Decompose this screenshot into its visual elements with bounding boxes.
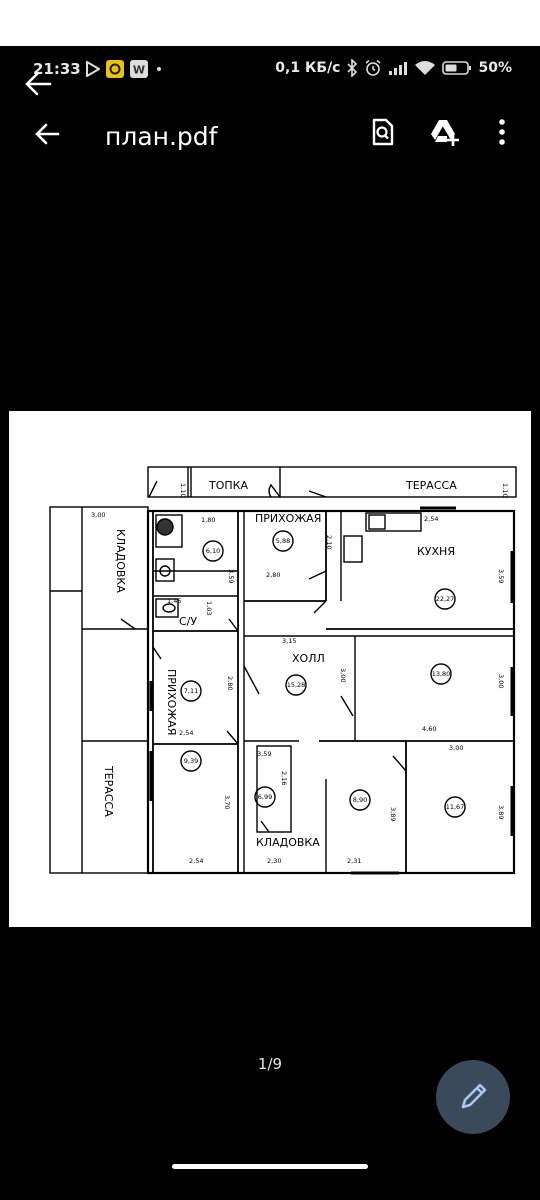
dim-300-br: 3,00: [449, 744, 463, 752]
signal-icon: [389, 62, 408, 75]
drive-add-icon[interactable]: [429, 116, 461, 148]
dim-389-a: 3,89: [389, 807, 397, 821]
alarm-icon: [365, 59, 381, 76]
room-label-terrace-left: ТЕРАССА: [102, 765, 115, 817]
area-bath: 6,10: [206, 547, 220, 555]
dim-359-a: 3,59: [227, 569, 235, 583]
play-icon: [86, 61, 100, 77]
area-room-bottom-mid: 8,90: [353, 796, 367, 804]
pdf-page[interactable]: ТОПКА ТЕРАССА ПРИХОЖАЯ КУХНЯ КЛАДОВКА С/…: [9, 411, 531, 927]
notification-w-icon: W: [130, 60, 148, 78]
area-room-bottom-right: 11,67: [446, 803, 465, 811]
status-bar: 21:33 W 0,1 КБ/с 50%: [0, 50, 540, 86]
dim-370: 3,70: [223, 795, 231, 809]
room-label-storage-bottom: КЛАДОВКА: [256, 836, 320, 849]
wall-top-strip: [147, 466, 517, 498]
dim-280-a: 2,80: [266, 571, 280, 579]
dim-254-top: 2,54: [424, 515, 438, 523]
edit-fab-button[interactable]: [436, 1060, 510, 1134]
floor-plan: ТОПКА ТЕРАССА ПРИХОЖАЯ КУХНЯ КЛАДОВКА С/…: [49, 466, 517, 875]
bluetooth-icon: [347, 59, 358, 77]
dim-300-right: 3,00: [497, 674, 505, 688]
app-bar: план.pdf: [0, 108, 540, 164]
dim-254-mid: 2,54: [179, 729, 193, 737]
area-storage-bottom: 6,99: [258, 793, 272, 801]
area-hallway-top: 5,88: [276, 537, 290, 545]
wifi-icon: [415, 61, 436, 75]
dim-230: 2,30: [267, 857, 281, 865]
room-label-terrace-top: ТЕРАССА: [405, 479, 457, 492]
room-label-bathroom: С/У: [179, 615, 197, 628]
back-arrow-icon[interactable]: [24, 70, 54, 98]
area-hallway-left: 7,11: [184, 687, 198, 695]
pencil-edit-icon: [461, 1083, 487, 1109]
dim-315: 3,15: [282, 637, 296, 645]
dim-460: 4,60: [422, 725, 436, 733]
dim-216: 2,16: [280, 771, 288, 785]
dim-254-bot: 2,54: [189, 857, 203, 865]
dim-300-hall: 3,00: [339, 668, 347, 682]
room-label-storage-left: КЛАДОВКА: [114, 529, 127, 593]
dim-110-a: 1,10: [179, 483, 187, 497]
dim-180: 1,80: [201, 516, 215, 524]
notification-o-icon: [106, 60, 124, 78]
dim-389-b: 3,89: [497, 805, 505, 819]
dim-103: 1,03: [205, 601, 213, 615]
area-hall: 15,28: [287, 681, 306, 689]
area-kitchen: 22,27: [436, 595, 455, 603]
dim-359-b: 3,59: [497, 569, 505, 583]
dim-110-b: 1,10: [501, 483, 509, 497]
dot-icon: [157, 67, 161, 71]
wall-left-annex: [49, 506, 149, 874]
network-speed: 0,1 КБ/с: [275, 60, 341, 76]
battery-percent: 50%: [478, 60, 512, 76]
status-time: 21:33: [33, 60, 81, 78]
document-title: план.pdf: [105, 122, 218, 151]
dim-231: 2,31: [347, 857, 361, 865]
room-label-hallway-top: ПРИХОЖАЯ: [255, 512, 321, 525]
room-label-kitchen: КУХНЯ: [417, 545, 455, 558]
area-room-right-mid: 13,80: [432, 670, 451, 678]
svg-text:W: W: [133, 64, 145, 77]
room-label-hall: ХОЛЛ: [292, 652, 325, 665]
top-white-strip: [0, 0, 540, 46]
area-room-bottom-left: 9,39: [184, 757, 198, 765]
wall-outer: [146, 509, 516, 875]
dim-280-b: 2,80: [226, 676, 234, 690]
more-vert-icon[interactable]: [486, 116, 518, 148]
room-label-topka: ТОПКА: [208, 479, 248, 492]
dim-210: 2,10: [325, 535, 333, 549]
dim-359-c: 3,59: [257, 750, 271, 758]
battery-icon: [442, 61, 472, 75]
room-label-hallway-left: ПРИХОЖАЯ: [165, 669, 178, 735]
dim-145: 1,45: [167, 597, 181, 605]
back-arrow-icon[interactable]: [32, 118, 64, 150]
dim-300-left: 3,00: [91, 511, 105, 519]
page-indicator: 1/9: [257, 1055, 283, 1073]
gesture-nav-bar[interactable]: [172, 1164, 368, 1169]
search-document-icon[interactable]: [366, 116, 398, 148]
